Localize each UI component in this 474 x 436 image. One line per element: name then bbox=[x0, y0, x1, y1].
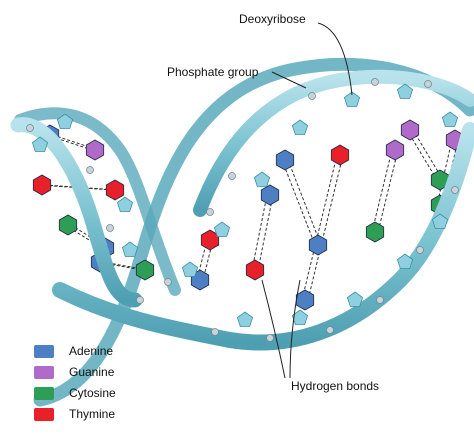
base-hexagon bbox=[261, 185, 278, 205]
base-hexagon bbox=[309, 235, 326, 255]
phosphate-dot bbox=[207, 209, 214, 216]
deoxyribose-pentagon bbox=[254, 172, 269, 187]
deoxyribose-pentagon bbox=[214, 222, 229, 237]
deoxyribose-pentagon bbox=[117, 197, 132, 212]
phosphate-dot bbox=[212, 329, 219, 336]
phosphate-dot bbox=[107, 225, 114, 232]
legend-label: Guanine bbox=[69, 365, 114, 379]
phosphate-dot bbox=[377, 297, 384, 304]
phosphate-dot bbox=[372, 79, 379, 86]
hydrogen-bond bbox=[282, 160, 315, 245]
phosphate-dot bbox=[267, 335, 274, 342]
legend-swatch bbox=[34, 345, 54, 358]
base-hexagon bbox=[246, 260, 263, 280]
phosphate-dot bbox=[137, 297, 144, 304]
deoxyribose-pentagon bbox=[397, 84, 412, 99]
hydrogen-bond bbox=[372, 150, 392, 232]
base-hexagon bbox=[401, 120, 418, 140]
hydrogen-bonds-leader-line-1 bbox=[262, 280, 285, 378]
deoxyribose-pentagon bbox=[122, 242, 137, 257]
deoxyribose-pentagon bbox=[347, 292, 362, 307]
phosphate-dot bbox=[27, 125, 34, 132]
hydrogen-bond bbox=[252, 195, 267, 270]
phosphate-dot bbox=[165, 279, 172, 286]
legend-label: Adenine bbox=[69, 344, 113, 358]
deoxyribose-pentagon bbox=[182, 262, 197, 277]
hydrogen-bond bbox=[258, 195, 273, 270]
base-hexagon bbox=[366, 222, 383, 242]
hydrogen-bond bbox=[288, 160, 321, 245]
deoxyribose-label: Deoxyribose bbox=[239, 12, 306, 26]
phosphate-group-label: Phosphate group bbox=[167, 65, 258, 79]
hydrogen-bond bbox=[302, 155, 337, 300]
phosphate-dot bbox=[229, 173, 236, 180]
phosphate-dot bbox=[327, 327, 334, 334]
deoxyribose-pentagon bbox=[442, 112, 457, 127]
phosphate-dot bbox=[452, 187, 459, 194]
hydrogen-bond bbox=[378, 150, 398, 232]
deoxyribose-pentagon bbox=[237, 312, 252, 327]
base-hexagon bbox=[86, 140, 103, 160]
base-hexagon bbox=[33, 175, 50, 195]
legend-swatch bbox=[34, 366, 54, 379]
phosphate-dot bbox=[309, 93, 316, 100]
base-hexagon bbox=[296, 290, 313, 310]
legend-label: Thymine bbox=[69, 407, 115, 421]
hydrogen-bonds-label: Hydrogen bonds bbox=[291, 379, 379, 393]
base-hexagon bbox=[331, 145, 348, 165]
legend-swatch bbox=[34, 387, 54, 400]
base-hexagon bbox=[59, 215, 76, 235]
phosphate-dot bbox=[87, 167, 94, 174]
legend-label: Cytosine bbox=[69, 386, 116, 400]
phosphate-dot bbox=[417, 247, 424, 254]
phosphate-dot bbox=[425, 81, 432, 88]
deoxyribose-pentagon bbox=[292, 120, 307, 135]
hydrogen-bond bbox=[308, 155, 343, 300]
base-hexagon bbox=[106, 180, 123, 200]
legend-swatch bbox=[34, 408, 54, 421]
base-hexagon bbox=[386, 140, 403, 160]
